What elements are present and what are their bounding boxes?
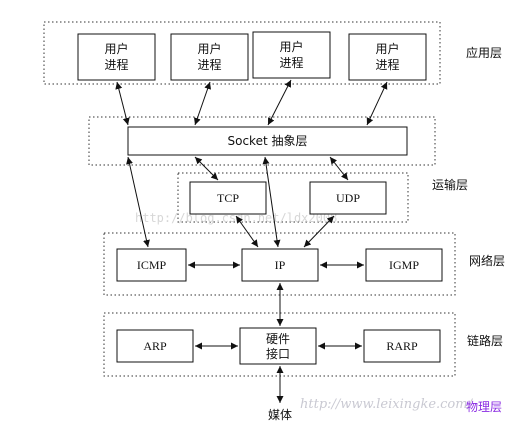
physical-layer-label: 物理层 (466, 400, 502, 414)
icmp-label: ICMP (137, 258, 167, 272)
arrow-socket-udp (329, 156, 349, 181)
transport-layer-label: 运输层 (432, 177, 468, 192)
process-label-1-line2: 进程 (104, 57, 128, 72)
socket-layer-box: Socket 抽象层 (127, 126, 408, 156)
arrow-process4-socket (366, 81, 388, 126)
igmp-box: IGMP (365, 248, 443, 282)
media-label: 媒体 (268, 408, 292, 422)
arrow-udp-ip (303, 215, 335, 248)
user-process-3: 用户 进程 (252, 31, 331, 79)
transport-layer-region (177, 172, 409, 223)
tcp-box: TCP (189, 181, 267, 215)
rarp-label: RARP (386, 339, 418, 353)
tcp-label: TCP (217, 191, 239, 205)
link-layer-label: 链路层 (467, 333, 503, 348)
arrow-process1-socket (115, 81, 130, 126)
hardware-label-line2: 接口 (266, 346, 290, 361)
network-layer-label: 网络层 (469, 253, 505, 268)
arrow-process3-socket (267, 79, 292, 126)
udp-label: UDP (336, 191, 360, 205)
arrow-socket-ip (262, 156, 281, 248)
process-label-4-line1: 用户 (375, 41, 399, 56)
ip-box: IP (241, 248, 319, 282)
arp-label: ARP (143, 339, 167, 353)
application-layer-region (43, 21, 441, 85)
watermark-bottom: http://www.leixingke.com/ (300, 397, 474, 412)
user-process-4: 用户 进程 (348, 33, 427, 81)
socket-label: Socket 抽象层 (228, 134, 308, 148)
process-label-1-line1: 用户 (104, 41, 128, 56)
arrow-socket-icmp (126, 156, 150, 248)
ip-label: IP (275, 258, 286, 272)
udp-box: UDP (309, 181, 387, 215)
arrow-tcp-ip (235, 215, 259, 248)
icmp-box: ICMP (116, 248, 187, 282)
arp-box: ARP (116, 329, 194, 363)
process-label-2-line2: 进程 (197, 57, 221, 72)
hardware-label-line1: 硬件 (266, 332, 290, 346)
igmp-label: IGMP (389, 258, 419, 272)
user-process-1: 用户 进程 (77, 33, 156, 81)
user-process-2: 用户 进程 (170, 33, 249, 81)
hardware-interface-box: 硬件 接口 (239, 327, 317, 365)
process-label-2-line1: 用户 (197, 41, 221, 56)
process-label-3-line2: 进程 (279, 55, 303, 70)
process-label-4-line2: 进程 (375, 57, 399, 72)
arrow-process2-socket (194, 81, 211, 126)
process-label-3-line1: 用户 (279, 39, 303, 54)
socket-region (88, 116, 436, 166)
arrow-socket-tcp (194, 156, 219, 181)
application-layer-label: 应用层 (466, 45, 502, 60)
rarp-box: RARP (363, 329, 441, 363)
